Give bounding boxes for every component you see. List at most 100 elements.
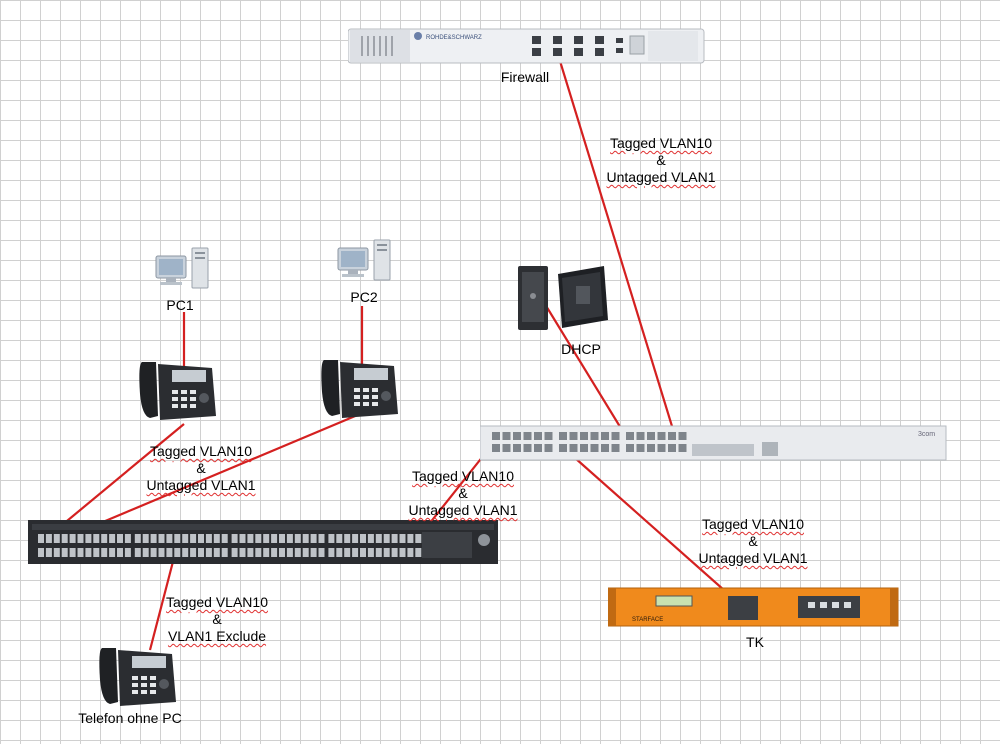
link-label-line1: Tagged VLAN10 [166, 594, 268, 610]
link-label-amp: & [656, 152, 666, 168]
switch-port [678, 432, 687, 440]
switch-port [534, 444, 542, 452]
switch-hp [28, 520, 498, 564]
switch-port [117, 548, 123, 557]
switch-port [247, 534, 254, 543]
switch-port [318, 534, 325, 543]
wire-phone3-hp [148, 549, 178, 651]
switch-port [590, 432, 599, 440]
pc2-icon [337, 239, 391, 281]
switch-port [636, 432, 645, 440]
switch-port [124, 534, 131, 543]
switch-port [286, 548, 293, 557]
phone1-icon [139, 362, 216, 420]
switch-port [61, 534, 68, 543]
switch-port [407, 534, 414, 543]
switch-port [158, 534, 165, 543]
switch-port [383, 548, 390, 557]
switch-port [263, 534, 270, 543]
link-label-line1: Tagged VLAN10 [610, 135, 712, 151]
switch-port [360, 534, 366, 543]
switch-port [142, 534, 149, 543]
switch-port [407, 548, 414, 557]
switch-port [93, 534, 100, 543]
switch-port [109, 548, 116, 557]
link-label-line1: Tagged VLAN10 [412, 468, 514, 484]
switch-port [77, 534, 84, 543]
switch-port [69, 534, 76, 543]
switch-port [182, 548, 189, 557]
switch-port [657, 432, 666, 440]
switch-port [647, 432, 655, 440]
switch-port [134, 534, 141, 543]
link-label-amp: & [458, 485, 468, 501]
switch-port [559, 444, 567, 452]
switch-port [415, 548, 422, 557]
switch-port [678, 444, 687, 452]
switch-port [513, 444, 521, 452]
link-label-line2: VLAN1 Exclude [167, 628, 267, 644]
switch-port [142, 548, 149, 557]
dhcp-label: DHCP [561, 341, 601, 357]
wire-tk-switch [565, 449, 743, 607]
switch-port [352, 548, 359, 557]
switch-port [69, 548, 76, 557]
switch-port [198, 548, 204, 557]
switch-port [271, 548, 278, 557]
switch-port [415, 534, 422, 543]
switch-port [158, 548, 165, 557]
switch-port [85, 534, 92, 543]
link-label-line2: Untagged VLAN1 [606, 169, 716, 185]
switch-port [166, 534, 173, 543]
switch-port [174, 548, 181, 557]
switch-port [174, 534, 181, 543]
switch-port [502, 444, 511, 452]
switch-port [569, 444, 578, 452]
switch-port [302, 548, 309, 557]
switch-port [502, 432, 511, 440]
switch-port [198, 534, 204, 543]
dhcp-server-icon [518, 266, 608, 330]
switch-port [38, 548, 44, 557]
switch-port [213, 548, 220, 557]
switch-port [310, 548, 317, 557]
switch-port [190, 534, 197, 543]
switch-port [247, 548, 254, 557]
switch-port [352, 534, 359, 543]
switch-port [150, 534, 157, 543]
switch-port [279, 534, 285, 543]
switch-port [328, 548, 335, 557]
phone3-icon [99, 648, 176, 706]
switch-port [611, 444, 620, 452]
link-label-tk: Tagged VLAN10 & Untagged VLAN1 [688, 516, 818, 567]
switch-port [668, 432, 676, 440]
switch-port [580, 444, 588, 452]
switch-3com: 3com [480, 425, 947, 461]
switch-port [101, 548, 108, 557]
switch-port [611, 432, 620, 440]
switch-port [93, 548, 100, 557]
tk-label: TK [746, 634, 764, 650]
switch-port [523, 444, 532, 452]
switch-port [492, 432, 500, 440]
switch-port [657, 444, 666, 452]
switch-port [590, 444, 599, 452]
switch-port [38, 534, 44, 543]
switch-port [492, 444, 500, 452]
switch-port [231, 548, 238, 557]
switch-port [336, 534, 343, 543]
switch-port [231, 534, 238, 543]
switch-port [109, 534, 116, 543]
switch-port [190, 548, 197, 557]
switch-port [205, 534, 212, 543]
switch-port [294, 548, 301, 557]
link-label-uplink: Tagged VLAN10 & Untagged VLAN1 [398, 468, 528, 519]
switch-port [255, 534, 262, 543]
switch-port [85, 548, 92, 557]
switch-port [279, 548, 285, 557]
switch-port [367, 534, 374, 543]
switch-port [399, 548, 406, 557]
switch-port [360, 548, 366, 557]
switch-3com-brand: 3com [918, 431, 935, 438]
switch-port [336, 548, 343, 557]
